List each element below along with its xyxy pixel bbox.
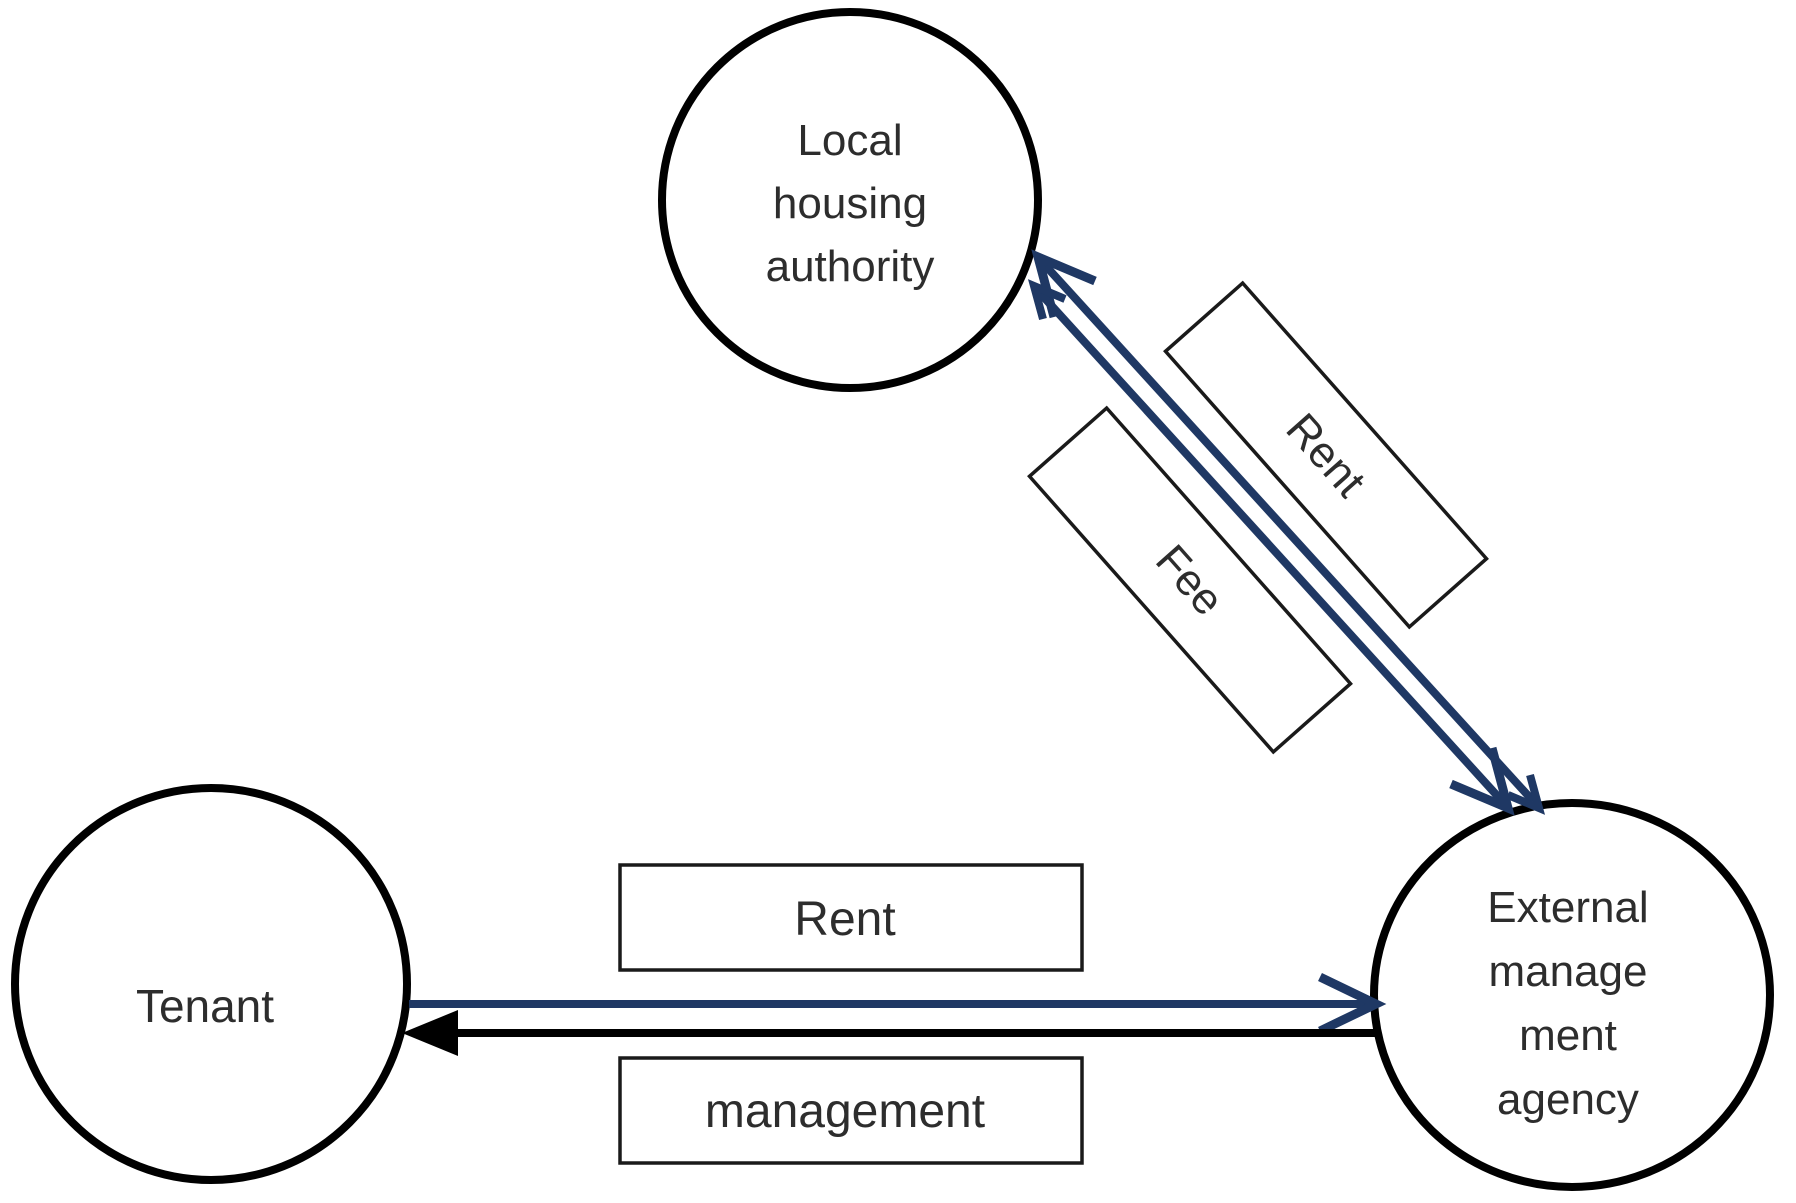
rent-horizontal-box-border — [618, 863, 1084, 972]
fee-diagonal-tail-hook-icon — [1027, 279, 1067, 321]
agency-label-line-2: manage — [1488, 947, 1647, 996]
rent-horizontal-arrowhead-icon — [1318, 972, 1387, 1036]
rent-arrow-tenant-to-agency — [409, 972, 1387, 1036]
fee-diagonal-box-border — [1027, 405, 1353, 755]
agency-label-line-4: agency — [1497, 1075, 1639, 1124]
management-box-border — [618, 1056, 1084, 1165]
tenant-circle — [11, 784, 411, 1184]
management-arrowhead-icon — [402, 1010, 458, 1056]
rent-horizontal-label: Rent — [794, 893, 895, 946]
management-arrow-agency-to-tenant — [402, 1010, 1378, 1056]
node-tenant: Tenant — [11, 784, 411, 1184]
rent-diagonal-arrow-shaft — [1041, 261, 1536, 804]
rent-diagonal-tail-hook-icon — [1506, 773, 1546, 815]
fee-diagonal-arrow-shaft — [1037, 290, 1505, 804]
authority-label-line-2: housing — [773, 179, 927, 228]
local-housing-authority-circle — [658, 8, 1042, 392]
fee-arrow-authority-to-agency — [1027, 279, 1515, 816]
tenant-label: Tenant — [136, 980, 274, 1032]
agency-label-line-1: External — [1487, 883, 1648, 932]
external-management-agency-circle — [1370, 799, 1774, 1191]
rent-diagonal-box-border — [1163, 280, 1489, 630]
fee-diagonal-arrowhead-icon — [1449, 746, 1515, 816]
authority-label-line-3: authority — [766, 242, 935, 291]
management-label: management — [705, 1085, 985, 1138]
rent-label-box-horizontal: Rent — [618, 863, 1084, 972]
fee-label-box-diagonal: Fee — [1027, 405, 1353, 755]
node-external-management-agency: External manage ment agency — [1370, 799, 1774, 1191]
node-local-housing-authority: Local housing authority — [658, 8, 1042, 392]
rent-label-box-diagonal: Rent — [1163, 280, 1489, 630]
authority-label-line-1: Local — [797, 116, 902, 165]
management-label-box: management — [618, 1056, 1084, 1165]
agency-label-line-3: ment — [1519, 1011, 1617, 1060]
